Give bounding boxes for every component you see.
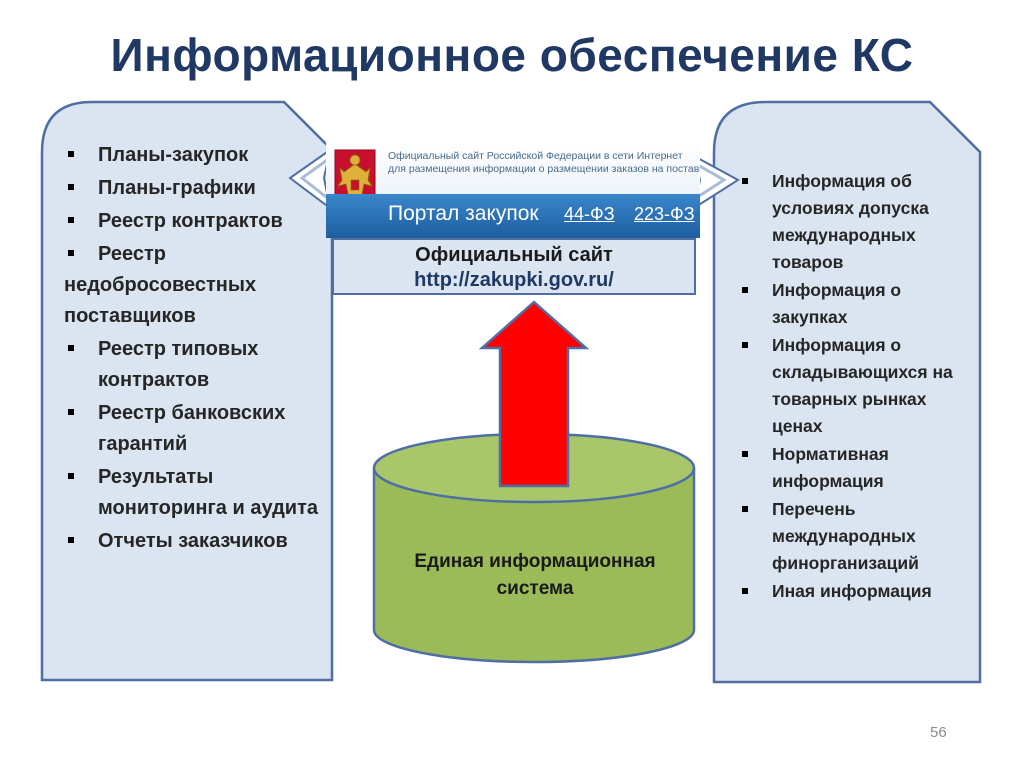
- eis-cylinder-body: [372, 468, 696, 664]
- left-list-item: Отчеты заказчиков: [64, 526, 324, 557]
- right-list-item: Информация об условиях допуска междунаро…: [738, 168, 963, 276]
- page-number: 56: [930, 724, 947, 741]
- site-title: Официальный сайт: [415, 244, 613, 266]
- left-list-item: Реестр типовых контрактов: [64, 334, 324, 396]
- left-panel-list: Планы-закупок Планы-графики Реестр контр…: [64, 140, 324, 559]
- page-title: Информационное обеспечение КС: [110, 29, 914, 81]
- portal-label[interactable]: Портал закупок: [388, 202, 539, 225]
- red-up-arrow: [478, 300, 590, 488]
- banner-caption: Официальный сайт Российской Федерации в …: [388, 150, 700, 176]
- left-list-item: Реестр банковских гарантий: [64, 398, 324, 460]
- right-list-item: Иная информация: [738, 578, 963, 605]
- banner-line-2: для размещения информации о размещении з…: [388, 163, 700, 175]
- left-chevron-inner: [299, 156, 331, 202]
- right-panel-list: Информация об условиях допуска междунаро…: [738, 168, 963, 606]
- left-list-item: Результаты мониторинга и аудита: [64, 462, 324, 524]
- eis-label: Единая информационная система: [414, 551, 656, 599]
- banner-bar: [326, 194, 700, 238]
- left-list-item: Реестр недобросовестных поставщиков: [64, 239, 324, 332]
- law-223-link[interactable]: 223-ФЗ: [634, 204, 695, 224]
- right-list-item: Перечень международных финорганизаций: [738, 496, 963, 577]
- left-list-item: Реестр контрактов: [64, 206, 324, 237]
- portal-banner[interactable]: Официальный сайт Российской Федерации в …: [326, 140, 700, 238]
- site-url-link[interactable]: http://zakupki.gov.ru/: [414, 269, 614, 291]
- left-list-item: Планы-графики: [64, 173, 324, 204]
- right-list-item: Информация о складывающихся на товарных …: [738, 332, 963, 440]
- right-chevron-inner: [695, 162, 727, 200]
- banner-line-1: Официальный сайт Российской Федерации в …: [388, 150, 683, 162]
- right-panel-shape: [712, 100, 982, 684]
- banner-header: [326, 140, 700, 194]
- official-site-box: Официальный сайт http://zakupki.gov.ru/: [332, 238, 696, 295]
- left-list-item: Планы-закупок: [64, 140, 324, 171]
- right-list-item: Нормативная информация: [738, 441, 963, 495]
- left-panel-shape: [40, 100, 334, 682]
- law-44-link[interactable]: 44-ФЗ: [564, 204, 615, 224]
- right-list-item: Информация о закупках: [738, 277, 963, 331]
